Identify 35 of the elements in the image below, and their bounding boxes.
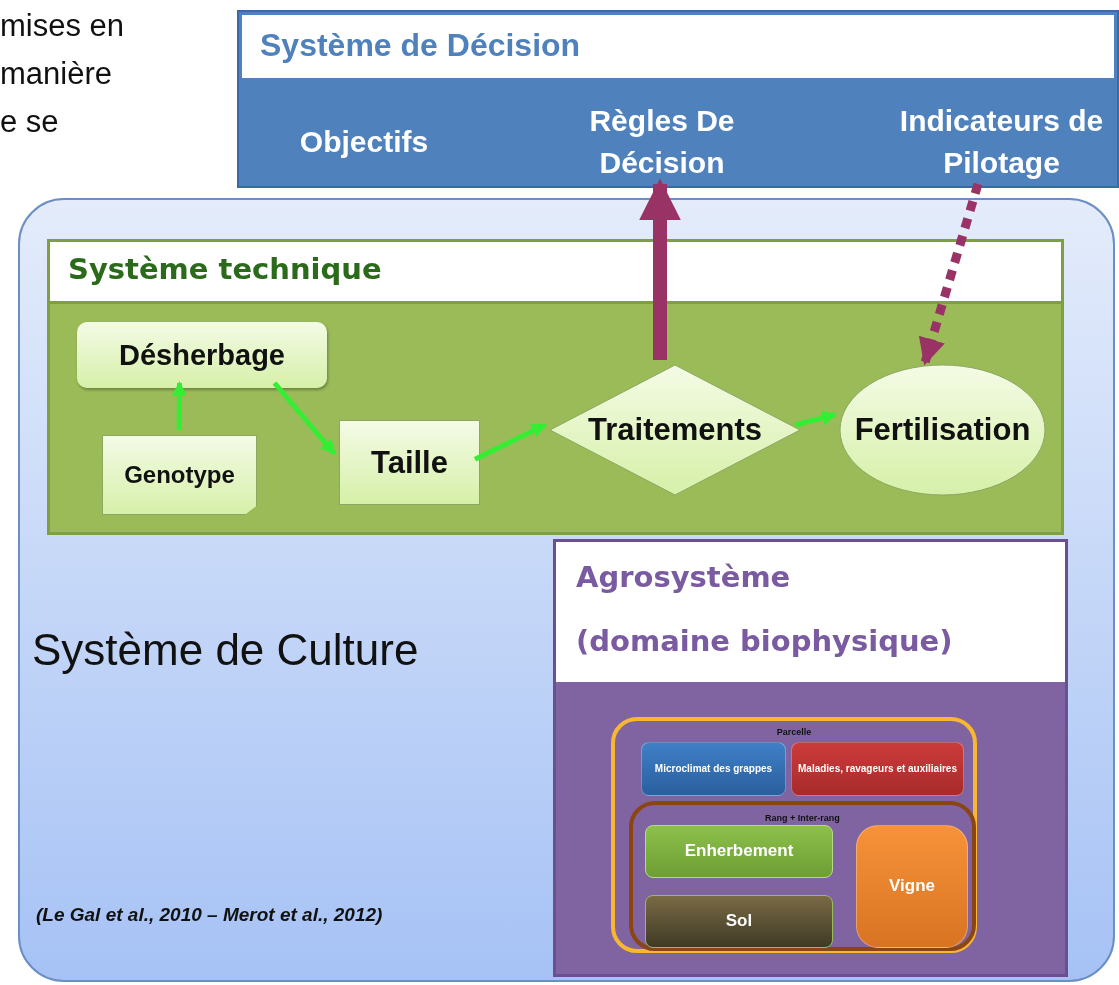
panel-title: Système de Décision [260, 27, 581, 63]
component-box: Sol [645, 895, 833, 948]
group-frame [629, 801, 976, 951]
component-box: Enherbement [645, 825, 833, 878]
citation: (Le Gal et al., 2010 – Merot et al., 2012) [36, 904, 383, 926]
body-text: mises en [0, 8, 125, 44]
arrow [473, 422, 547, 462]
node-label: Traitements [588, 412, 762, 448]
panel-title: Agrosystème [576, 560, 791, 594]
decision-panel [237, 10, 1119, 188]
group-label: Parcelle [775, 727, 813, 737]
system-panel [18, 198, 1115, 982]
process-box: Désherbage [77, 322, 327, 388]
arrow [272, 381, 336, 455]
category-label: Indicateurs de Pilotage [894, 98, 1109, 186]
component-box: Microclimat des grappes [641, 742, 786, 796]
panel-title: Système technique [68, 252, 382, 286]
group-label: Rang + Inter-rang [764, 813, 841, 823]
technical-panel [47, 239, 1064, 535]
arrow [639, 178, 681, 360]
panel-title: (domaine biophysique) [576, 624, 953, 658]
component-box: Vigne [856, 825, 968, 948]
panel-title: Système de Culture [32, 625, 419, 675]
process-box: Taille [339, 420, 480, 505]
arrow [171, 381, 187, 430]
note-box: Genotype [102, 435, 257, 515]
arrow [794, 410, 837, 428]
node-label: Fertilisation [854, 412, 1031, 448]
body-text: e se [0, 104, 59, 140]
body-text: manière [0, 56, 112, 92]
group-frame [611, 717, 977, 953]
category-label: Objectifs [264, 110, 464, 174]
category-label: Règles De Décision [557, 98, 767, 186]
agrosystem-panel [553, 539, 1068, 977]
component-box: Maladies, ravageurs et auxiliaires [791, 742, 964, 796]
